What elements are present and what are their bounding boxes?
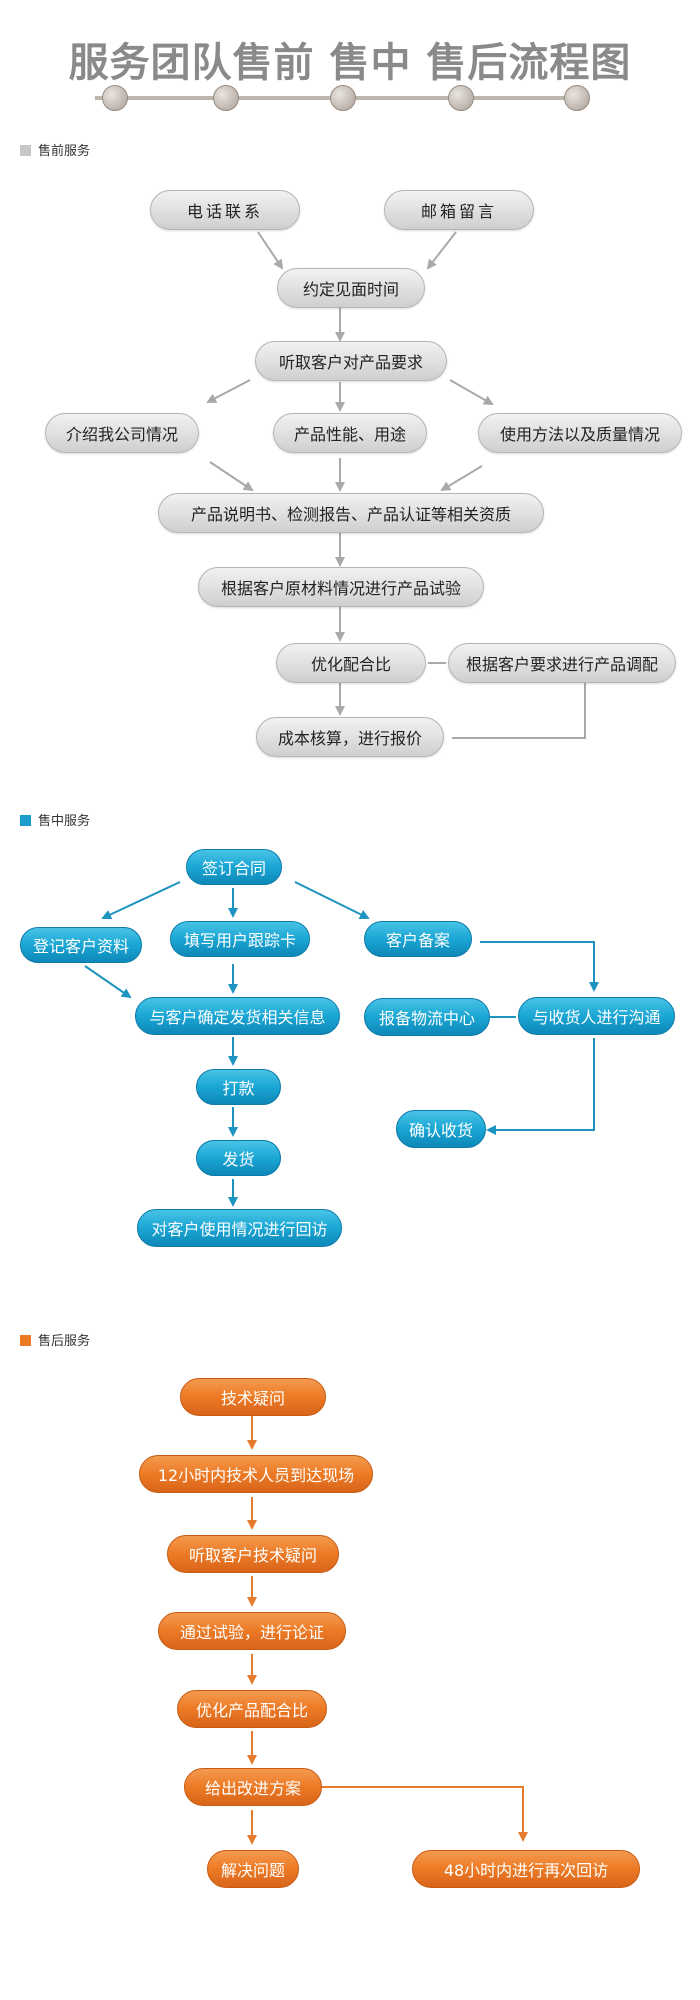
arrow-record-to-communicate bbox=[480, 941, 599, 992]
node-client-record: 客户备案 bbox=[364, 921, 472, 957]
node-confirm-receipt: 确认收货 bbox=[396, 1110, 486, 1148]
node-revisit-48h: 48小时内进行再次回访 bbox=[412, 1850, 640, 1888]
arrow-communicate-to-receipt bbox=[486, 1038, 595, 1135]
node-usage-quality: 使用方法以及质量情况 bbox=[478, 413, 682, 453]
node-onsite-12h: 12小时内技术人员到达现场 bbox=[139, 1455, 373, 1493]
arrow-listen-to-usage bbox=[449, 379, 494, 405]
section-header-post-sales: 售后服务 bbox=[20, 1330, 90, 1349]
section-header-pre-sales: 售前服务 bbox=[20, 140, 90, 159]
node-mail-message: 邮箱留言 bbox=[384, 190, 534, 230]
node-improvement-plan: 给出改进方案 bbox=[184, 1768, 322, 1806]
blue-square-icon bbox=[20, 815, 31, 826]
node-experiment-verify: 通过试验，进行论证 bbox=[158, 1612, 346, 1650]
node-confirm-shipping: 与客户确定发货相关信息 bbox=[135, 997, 340, 1035]
section-header-mid-sales: 售中服务 bbox=[20, 810, 90, 829]
node-product-trial: 根据客户原材料情况进行产品试验 bbox=[198, 567, 484, 607]
node-phone-contact: 电话联系 bbox=[150, 190, 300, 230]
node-company-intro: 介绍我公司情况 bbox=[45, 413, 199, 453]
node-custom-adjust: 根据客户要求进行产品调配 bbox=[448, 643, 676, 683]
node-usage-revisit: 对客户使用情况进行回访 bbox=[137, 1209, 342, 1247]
node-schedule-meeting: 约定见面时间 bbox=[277, 268, 425, 308]
node-product-documents: 产品说明书、检测报告、产品认证等相关资质 bbox=[158, 493, 544, 533]
node-optimize-ratio: 优化配合比 bbox=[276, 643, 426, 683]
arrow-contract-to-record bbox=[294, 881, 370, 919]
node-payment: 打款 bbox=[196, 1069, 281, 1105]
orange-square-icon bbox=[20, 1335, 31, 1346]
page-title: 服务团队售前 售中 售后流程图 bbox=[68, 40, 632, 86]
timeline-dot bbox=[448, 85, 474, 111]
timeline-dot bbox=[330, 85, 356, 111]
node-product-performance: 产品性能、用途 bbox=[273, 413, 427, 453]
node-optimize-mix: 优化产品配合比 bbox=[177, 1690, 327, 1728]
node-solve-problem: 解决问题 bbox=[207, 1850, 299, 1888]
arrow-contract-to-register bbox=[101, 881, 181, 920]
node-ship-goods: 发货 bbox=[196, 1140, 281, 1176]
node-communicate-receiver: 与收货人进行沟通 bbox=[518, 997, 675, 1035]
arrow-usage-to-docs bbox=[440, 465, 483, 492]
arrow-phone-to-appointment bbox=[257, 231, 284, 270]
link-adjust-to-quote bbox=[452, 683, 586, 739]
arrow-intro-to-docs bbox=[209, 461, 254, 492]
node-tech-question: 技术疑问 bbox=[180, 1378, 326, 1416]
arrow-plan-to-revisit48 bbox=[322, 1786, 528, 1842]
arrow-mail-to-appointment bbox=[426, 231, 457, 270]
node-listen-tech-question: 听取客户技术疑问 bbox=[167, 1535, 339, 1573]
node-sign-contract: 签订合同 bbox=[186, 849, 282, 885]
node-tracking-card: 填写用户跟踪卡 bbox=[170, 921, 310, 957]
arrow-register-to-confirm bbox=[84, 965, 132, 999]
node-cost-quote: 成本核算，进行报价 bbox=[256, 717, 444, 757]
node-report-logistics: 报备物流中心 bbox=[364, 998, 490, 1036]
node-register-client: 登记客户资料 bbox=[20, 927, 142, 963]
timeline-dot bbox=[213, 85, 239, 111]
timeline-dot bbox=[102, 85, 128, 111]
arrow-listen-to-intro bbox=[206, 379, 251, 403]
gray-square-icon bbox=[20, 145, 31, 156]
node-listen-requirements: 听取客户对产品要求 bbox=[255, 341, 447, 381]
timeline-dot bbox=[564, 85, 590, 111]
